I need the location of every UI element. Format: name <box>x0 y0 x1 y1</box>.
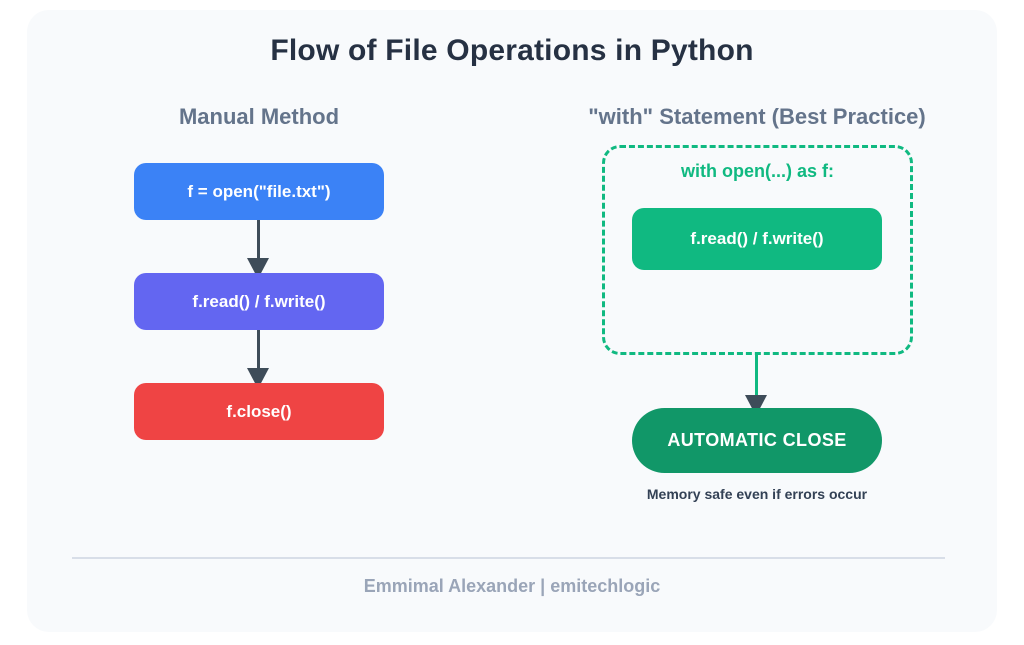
with-context-block: with open(...) as f: <box>602 145 913 355</box>
step-box-readwrite-with: f.read() / f.write() <box>632 208 882 270</box>
column-heading-with: "with" Statement (Best Practice) <box>588 104 926 129</box>
memory-safe-caption: Memory safe even if errors occur <box>646 486 868 502</box>
arrow-down-icon <box>247 258 269 273</box>
step-box-readwrite: f.read() / f.write() <box>134 273 384 330</box>
arrow-down-line <box>257 220 260 260</box>
step-box-close: f.close() <box>134 383 384 440</box>
with-block-label: with open(...) as f: <box>681 161 834 181</box>
arrow-down-line <box>257 330 260 370</box>
automatic-close-pill: AUTOMATIC CLOSE <box>632 408 882 473</box>
column-heading-manual: Manual Method <box>178 104 340 129</box>
footer-credit: Emmimal Alexander | emitechlogic <box>363 576 661 596</box>
page-title: Flow of File Operations in Python <box>270 34 754 67</box>
arrow-down-line-green <box>755 355 758 397</box>
step-box-open: f = open("file.txt") <box>134 163 384 220</box>
arrow-down-icon <box>247 368 269 383</box>
diagram-card: Flow of File Operations in Python Manual… <box>27 10 997 632</box>
footer-divider <box>72 557 945 559</box>
